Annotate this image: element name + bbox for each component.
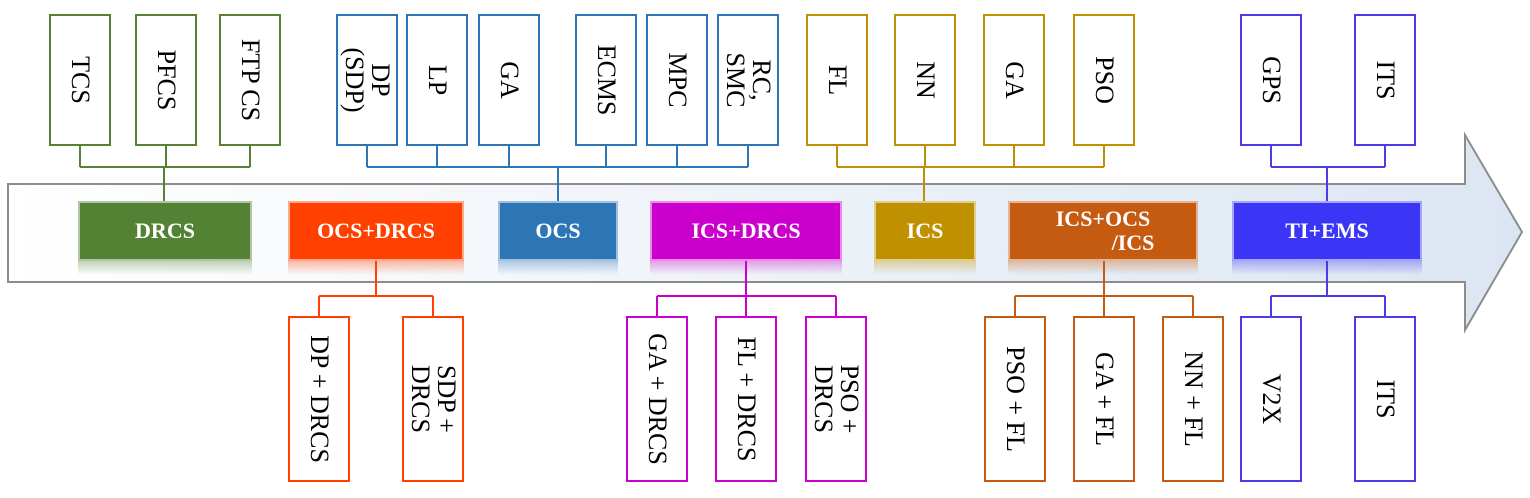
bottom-box-ics_drcs-2: PSO +DRCS [805,316,867,482]
top-box-ocs-0-label: DP(SDP) [340,47,395,113]
bottom-box-ics_ocs-1-label: GA + FL [1090,351,1119,447]
category-ics-ocs: ICS+OCS/ICS [1008,201,1198,261]
bottom-box-ti_ems-1: ITS [1354,316,1416,482]
bottom-box-ti_ems-1-label: ITS [1371,379,1400,419]
top-box-ocs-3: ECMS [575,14,637,146]
category-ics-label: ICS [906,218,944,243]
bottom-box-ocs_drcs-1: SDP +DRCS [402,316,464,482]
category-ics-drcs-label: ICS+DRCS [691,218,801,243]
bottom-box-ocs_drcs-1-label: SDP +DRCS [406,365,461,433]
category-ics-ocs-reflection [1008,261,1198,275]
category-ti-ems-label: TI+EMS [1285,218,1369,243]
category-ocs-drcs-label: OCS+DRCS [317,218,435,243]
top-box-ti_ems-1-label: ITS [1371,60,1400,100]
category-ics-drcs-reflection [650,261,842,275]
top-box-drcs-2: FTP CS [219,14,281,146]
top-box-ics-2: GA [983,14,1045,146]
category-drcs-reflection [78,261,252,275]
bottom-box-ti_ems-0: V2X [1240,316,1302,482]
category-ocs-drcs: OCS+DRCS [288,201,464,261]
top-box-ics-3: PSO [1073,14,1135,146]
category-drcs: DRCS [78,201,252,261]
top-box-ocs-4-label: MPC [663,52,692,108]
bottom-box-ics_drcs-2-label: PSO +DRCS [809,364,864,434]
top-box-ics-1-label: NN [911,61,940,99]
top-box-drcs-1-label: PFCS [152,49,181,111]
category-ocs-label: OCS [535,218,581,243]
top-box-ics-3-label: PSO [1090,56,1119,104]
bottom-box-ocs_drcs-0: DP + DRCS [288,316,350,482]
top-box-ics-1: NN [894,14,956,146]
category-ics: ICS [874,201,976,261]
top-box-drcs-0-label: TCS [66,56,95,104]
category-ocs: OCS [498,201,618,261]
bottom-box-ics_ocs-0: PSO + FL [984,316,1046,482]
bottom-box-ics_drcs-0: GA + DRCS [626,316,688,482]
top-box-ocs-1: LP [406,14,468,146]
bottom-box-ti_ems-0-label: V2X [1257,373,1286,425]
top-box-ics-2-label: GA [1000,61,1029,99]
top-box-ti_ems-0: GPS [1240,14,1302,146]
bottom-box-ics_ocs-2: NN + FL [1162,316,1224,482]
category-ti-ems: TI+EMS [1232,201,1422,261]
category-ti-ems-reflection [1232,261,1422,275]
top-box-drcs-0: TCS [49,14,111,146]
top-box-ti_ems-1: ITS [1354,14,1416,146]
top-box-ocs-1-label: LP [423,64,452,96]
bottom-box-ics_ocs-0-label: PSO + FL [1001,346,1030,452]
top-box-ocs-3-label: ECMS [592,44,621,116]
bottom-box-ics_ocs-1: GA + FL [1073,316,1135,482]
category-ics-ocs-label: ICS+OCS/ICS [1055,206,1155,255]
top-box-ics-0-label: FL [823,64,852,96]
top-box-ocs-2: GA [478,14,540,146]
category-ocs-reflection [498,261,618,275]
category-drcs-label: DRCS [135,218,195,243]
top-box-ocs-5-label: RC,SMC [721,52,776,108]
bottom-box-ocs_drcs-0-label: DP + DRCS [305,335,334,463]
top-box-ti_ems-0-label: GPS [1257,56,1286,104]
bottom-box-ics_ocs-2-label: NN + FL [1179,351,1208,447]
bottom-box-ics_drcs-1-label: FL + DRCS [732,336,761,462]
top-box-drcs-1: PFCS [135,14,197,146]
bottom-box-ics_drcs-0-label: GA + DRCS [643,333,672,465]
top-box-ics-0: FL [806,14,868,146]
category-ics-drcs: ICS+DRCS [650,201,842,261]
top-box-ocs-5: RC,SMC [717,14,779,146]
category-ocs-drcs-reflection [288,261,464,275]
connector-lines [79,146,1386,316]
bottom-box-ics_drcs-1: FL + DRCS [715,316,777,482]
top-box-ocs-2-label: GA [495,61,524,99]
top-box-ocs-0: DP(SDP) [336,14,398,146]
category-ics-reflection [874,261,976,275]
top-box-drcs-2-label: FTP CS [236,38,265,122]
top-box-ocs-4: MPC [646,14,708,146]
